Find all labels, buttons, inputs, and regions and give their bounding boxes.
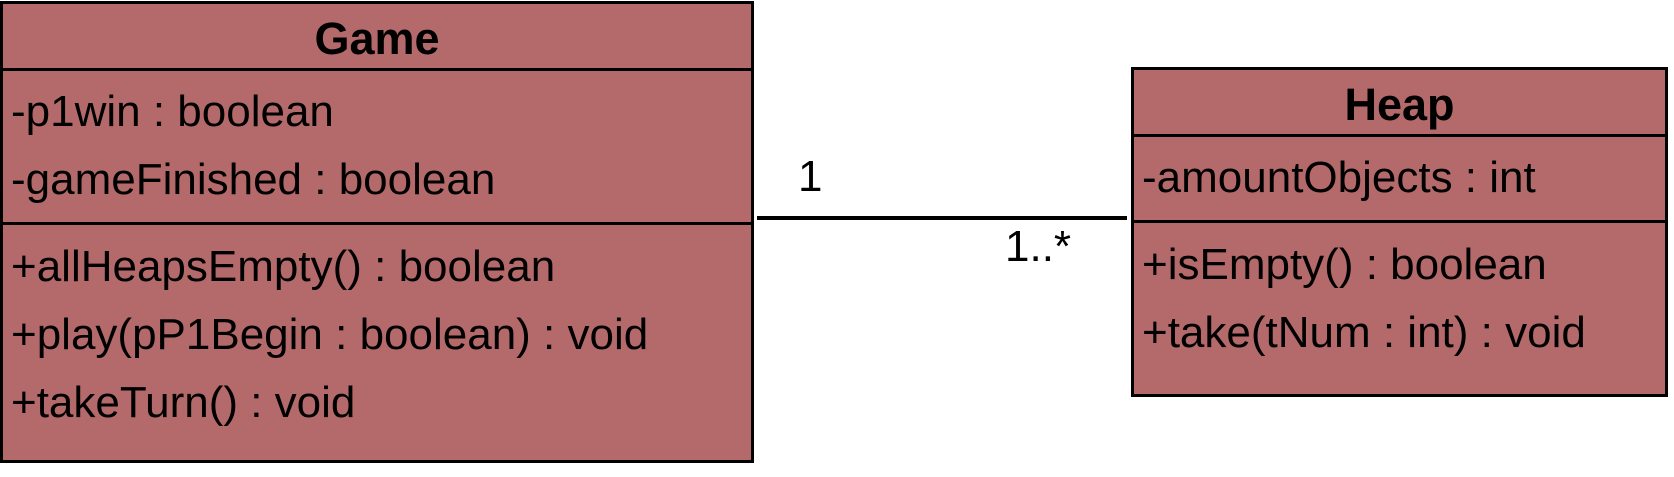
class-game-name: Game <box>3 4 751 71</box>
class-game-attribute: -gameFinished : boolean <box>11 155 496 204</box>
class-game-attribute: -p1win : boolean <box>11 87 334 136</box>
class-heap[interactable]: Heap -amountObjects : int +isEmpty() : b… <box>1131 67 1668 397</box>
class-game[interactable]: Game -p1win : boolean -gameFinished : bo… <box>0 1 754 463</box>
class-game-operation: +play(pP1Begin : boolean) : void <box>11 310 649 359</box>
class-game-operations: +allHeapsEmpty() : boolean +play(pP1Begi… <box>3 225 751 443</box>
class-game-attributes: -p1win : boolean -gameFinished : boolean <box>3 71 751 225</box>
multiplicity-heap: 1..* <box>1005 222 1072 271</box>
class-heap-operations: +isEmpty() : boolean +take(tNum : int) :… <box>1134 223 1665 373</box>
multiplicity-game: 1 <box>798 152 823 201</box>
class-heap-attributes: -amountObjects : int <box>1134 137 1665 223</box>
class-game-operation: +allHeapsEmpty() : boolean <box>11 242 556 291</box>
class-heap-attribute: -amountObjects : int <box>1142 153 1536 202</box>
class-heap-name: Heap <box>1134 70 1665 137</box>
class-game-operation: +takeTurn() : void <box>11 378 356 427</box>
class-heap-operation: +isEmpty() : boolean <box>1142 240 1547 289</box>
class-heap-operation: +take(tNum : int) : void <box>1142 308 1586 357</box>
